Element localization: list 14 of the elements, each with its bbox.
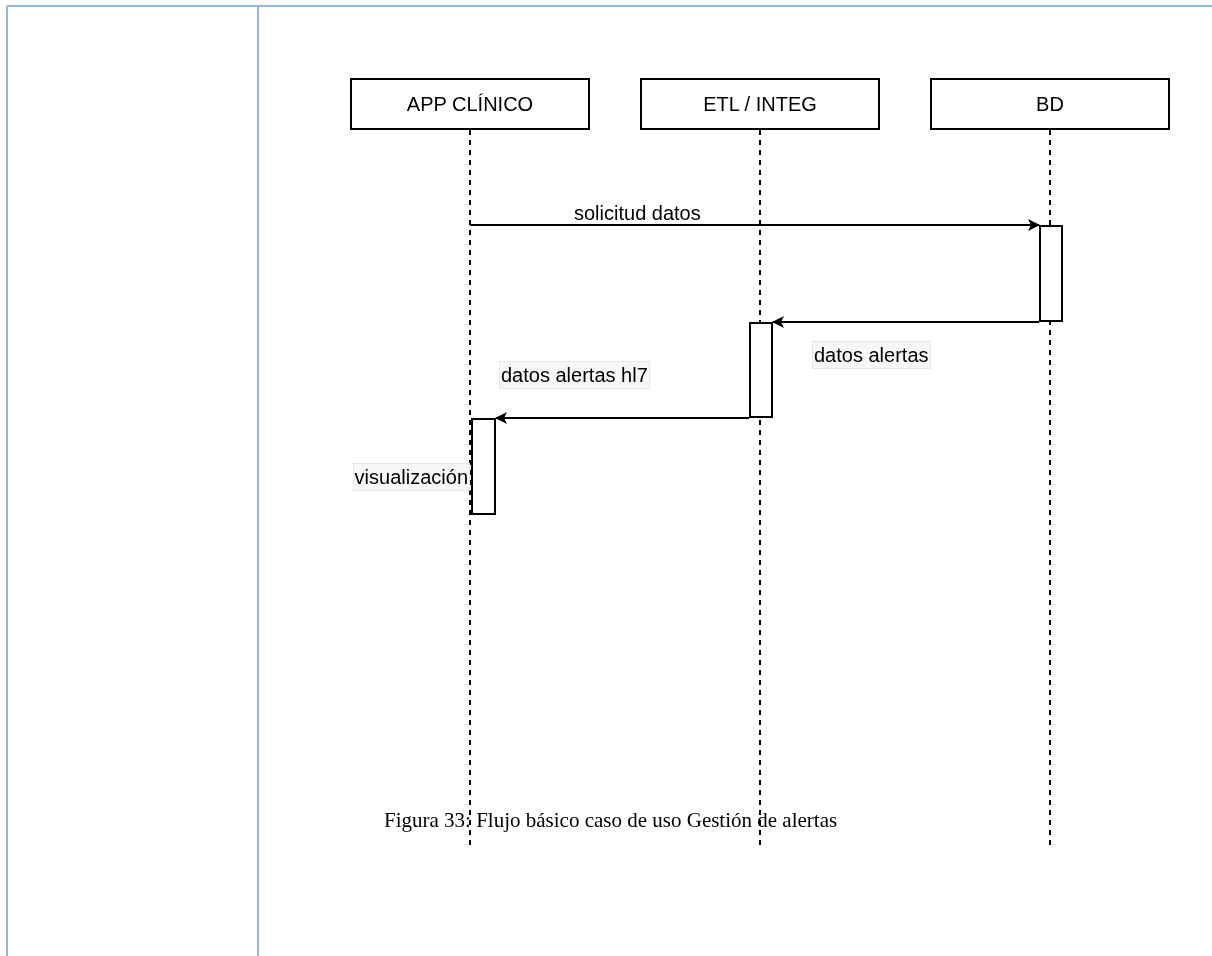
message-arrow: [469, 219, 1040, 231]
activation-bar: [471, 418, 496, 515]
activation-bar: [1039, 225, 1063, 322]
participant-box: BD: [930, 78, 1170, 130]
participant-box: ETL / INTEG: [640, 78, 880, 130]
edge-label: datos alertas: [812, 341, 931, 369]
lifeline: [469, 129, 471, 846]
message-arrow: [772, 316, 1040, 328]
activation-bar: [749, 322, 773, 418]
participant-box: APP CLÍNICO: [350, 78, 590, 130]
edge-label: solicitud datos: [573, 201, 702, 226]
message-arrow: [495, 412, 750, 424]
edge-label: datos alertas hl7: [499, 361, 650, 389]
note-label: visualización: [352, 463, 470, 491]
